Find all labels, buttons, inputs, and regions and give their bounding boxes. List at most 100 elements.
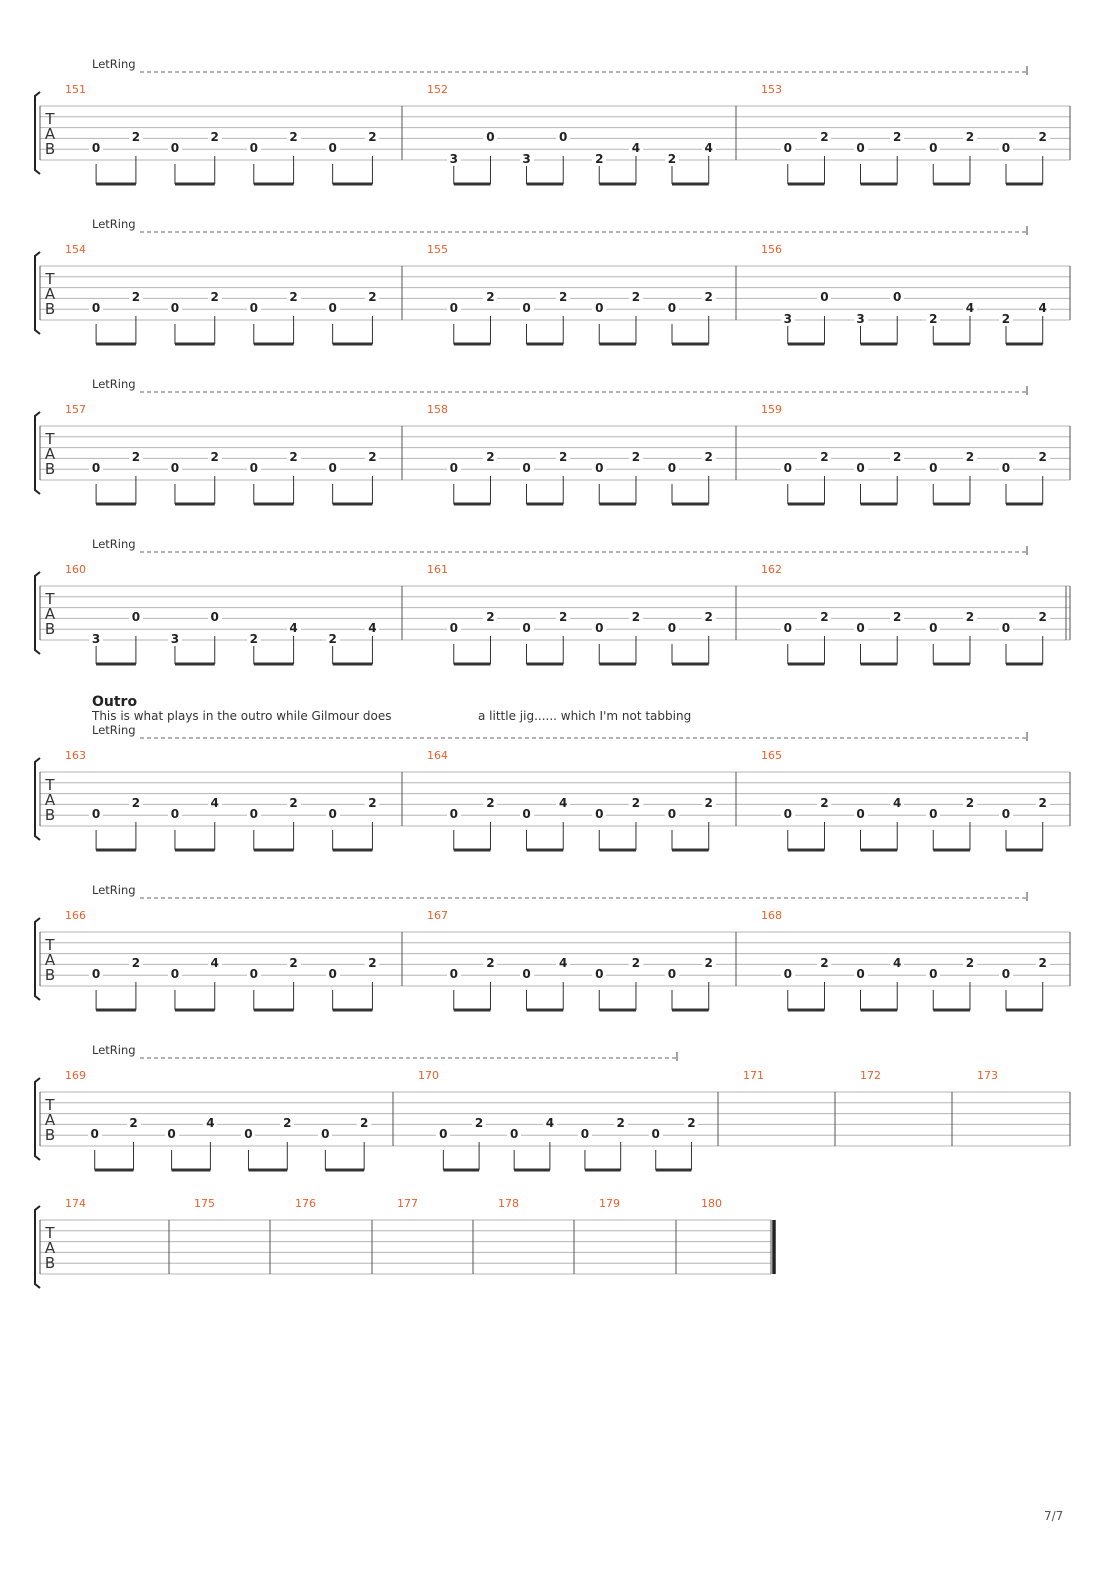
fret-number: 0 [926, 621, 941, 636]
fret-number: 2 [664, 152, 679, 166]
fret-number: 2 [701, 450, 716, 465]
system-bracket [34, 91, 41, 175]
fret-number: 0 [89, 807, 104, 822]
bar-number: 176 [295, 1197, 316, 1210]
fret-number: 0 [853, 141, 868, 156]
fret-number: 2 [592, 152, 607, 166]
fret-number: 2 [817, 956, 832, 971]
system-bracket [34, 917, 41, 1001]
fret-number: 0 [246, 461, 261, 476]
fret-number: 4 [207, 956, 222, 971]
fret-number: 0 [853, 461, 868, 476]
let-ring-label: LetRing [92, 57, 136, 71]
fret-number: 0 [926, 461, 941, 476]
fret-number: 2 [701, 796, 716, 811]
fret-number: 2 [365, 130, 380, 145]
fret-number: 2 [483, 956, 498, 971]
bar-number: 163 [65, 749, 86, 762]
fret-number: 2 [556, 450, 571, 465]
tab-clef-letter: T [45, 776, 55, 794]
fret-number: 0 [890, 290, 905, 305]
tab-clef-letter: T [45, 270, 55, 288]
fret-number: 0 [780, 141, 795, 156]
fret-number: 4 [628, 141, 643, 156]
let-ring-label: LetRing [92, 883, 136, 897]
bar-number: 162 [761, 563, 782, 576]
fret-number: 2 [1035, 450, 1050, 465]
fret-number: 2 [628, 610, 643, 625]
bar-number: 153 [761, 83, 782, 96]
fret-number: 0 [483, 130, 498, 145]
fret-number: 3 [780, 312, 795, 326]
fret-number: 4 [1035, 301, 1050, 316]
fret-number: 2 [207, 290, 222, 305]
system-bracket [34, 1205, 41, 1289]
fret-number: 0 [926, 967, 941, 982]
fret-number: 0 [87, 1127, 102, 1142]
bar-number: 168 [761, 909, 782, 922]
fret-number: 0 [89, 301, 104, 316]
tab-clef-letter: T [45, 936, 55, 954]
fret-number: 2 [962, 796, 977, 811]
fret-number: 2 [701, 610, 716, 625]
tab-clef-letter: B [44, 140, 56, 158]
bar-number: 160 [65, 563, 86, 576]
bar-number: 171 [743, 1069, 764, 1082]
fret-number: 2 [365, 450, 380, 465]
tab-clef-letter: A [44, 1111, 56, 1129]
fret-number: 0 [519, 807, 534, 822]
fret-number: 0 [89, 967, 104, 982]
bar-number: 167 [427, 909, 448, 922]
fret-number: 2 [890, 450, 905, 465]
fret-number: 0 [998, 461, 1013, 476]
fret-number: 0 [436, 1127, 451, 1142]
fret-number: 0 [128, 610, 143, 625]
fret-number: 0 [246, 807, 261, 822]
section-title-outro: Outro [92, 694, 138, 710]
fret-number: 4 [203, 1116, 218, 1131]
fret-number: 4 [542, 1116, 557, 1131]
fret-number: 2 [286, 130, 301, 145]
tab-clef-letter: B [44, 300, 56, 318]
fret-number: 0 [167, 141, 182, 156]
fret-number: 2 [817, 796, 832, 811]
fret-number: 4 [962, 301, 977, 316]
fret-number: 2 [483, 450, 498, 465]
outro-note-part1: This is what plays in the outro while Gi… [92, 709, 392, 723]
bar-number: 178 [498, 1197, 519, 1210]
tab-clef-letter: A [44, 951, 56, 969]
fret-number: 2 [962, 956, 977, 971]
fret-number: 4 [556, 956, 571, 971]
fret-number: 2 [684, 1116, 699, 1131]
bar-number: 166 [65, 909, 86, 922]
bar-number: 157 [65, 403, 86, 416]
fret-number: 0 [926, 807, 941, 822]
tab-clef-letter: B [44, 966, 56, 984]
fret-number: 0 [167, 807, 182, 822]
fret-number: 0 [519, 621, 534, 636]
bar-number: 159 [761, 403, 782, 416]
fret-number: 2 [701, 956, 716, 971]
fret-number: 0 [664, 621, 679, 636]
bar-number: 170 [418, 1069, 439, 1082]
fret-number: 2 [613, 1116, 628, 1131]
bar-number: 161 [427, 563, 448, 576]
fret-number: 2 [817, 130, 832, 145]
fret-number: 2 [998, 312, 1013, 326]
fret-number: 4 [286, 621, 301, 636]
fret-number: 4 [701, 141, 716, 156]
fret-number: 2 [128, 290, 143, 305]
fret-number: 3 [89, 632, 104, 646]
fret-number: 0 [207, 610, 222, 625]
bar-number: 156 [761, 243, 782, 256]
fret-number: 0 [89, 141, 104, 156]
fret-number: 0 [446, 461, 461, 476]
fret-number: 2 [962, 450, 977, 465]
tab-clef-letter: A [44, 791, 56, 809]
fret-number: 0 [519, 967, 534, 982]
tab-clef-letter: T [45, 430, 55, 448]
